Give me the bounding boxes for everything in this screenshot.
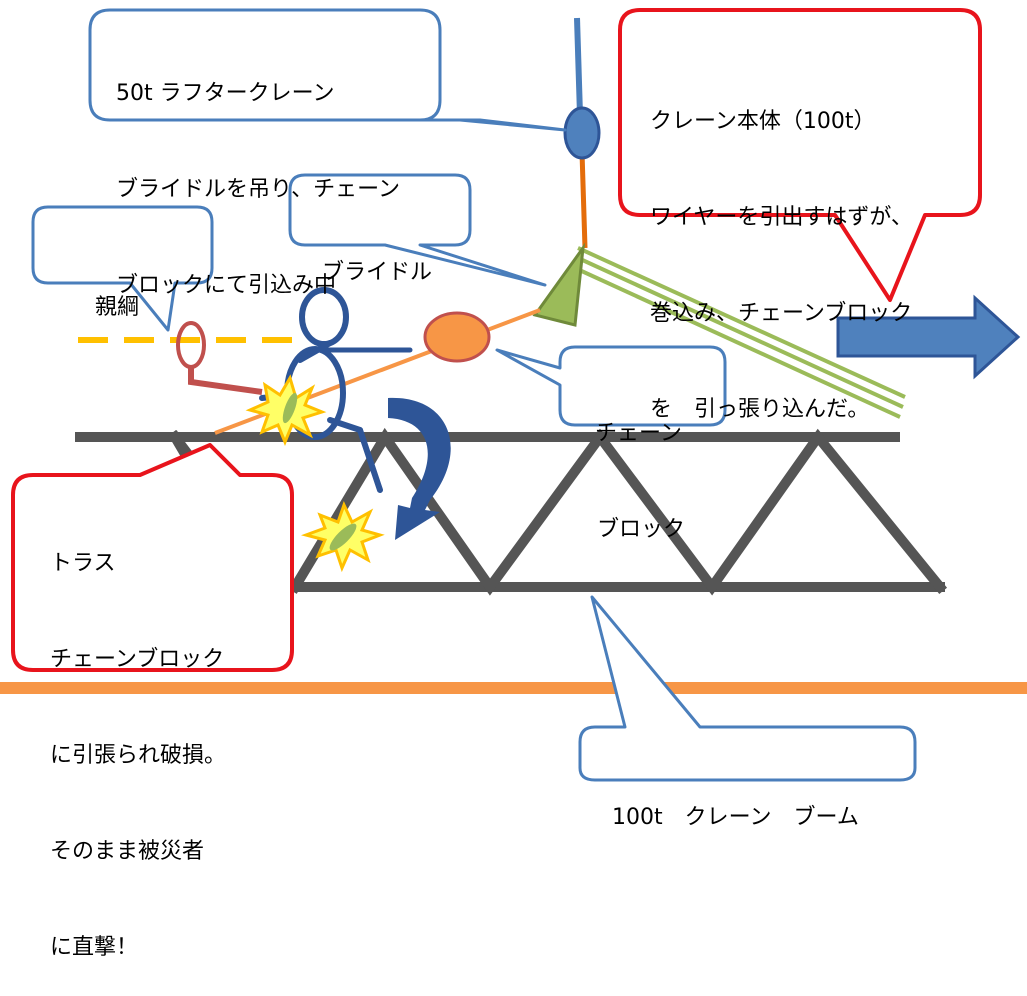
label-truss: トラス チェーンブロック に引張られ破損。 そのまま被災者 に直撃！	[50, 551, 227, 960]
label-rough-crane: 50t ラフタークレーン ブライドルを吊り、チェーン ブロックにて引込み中	[116, 81, 401, 298]
callout-bridle	[288, 173, 547, 287]
label-boom: 100t クレーン ブーム	[612, 805, 859, 830]
callout-rough-crane	[88, 8, 567, 132]
callout-boom	[578, 595, 917, 782]
label-chain-block: チェーン ブロック	[595, 421, 686, 542]
label-main-rope: 親綱	[95, 295, 140, 320]
accident-diagram	[0, 8, 1027, 782]
swing-arrow	[388, 397, 451, 540]
harness-lanyard	[188, 368, 263, 395]
chain-block	[423, 311, 491, 363]
impact-spark-lower	[301, 501, 385, 573]
crane-boom-lines	[574, 246, 906, 419]
crane-wire	[574, 17, 583, 116]
crane-wire-lower	[579, 151, 588, 249]
label-crane-body: クレーン本体（100t） ワイヤーを引出すはずが、 巻込み、チェーンブロック を…	[650, 109, 913, 422]
callout-chain-block	[495, 345, 727, 427]
ground-line	[0, 682, 1027, 694]
pull-direction-arrow	[836, 294, 1021, 380]
callout-main-rope	[31, 205, 214, 332]
harness-ring	[176, 321, 206, 369]
impact-spark-upper	[245, 374, 327, 446]
callout-truss	[11, 443, 294, 672]
bridle-shape	[532, 242, 586, 327]
crane-hook	[563, 106, 601, 160]
callout-crane-body	[618, 8, 982, 302]
label-bridle: ブライドル	[322, 260, 433, 285]
